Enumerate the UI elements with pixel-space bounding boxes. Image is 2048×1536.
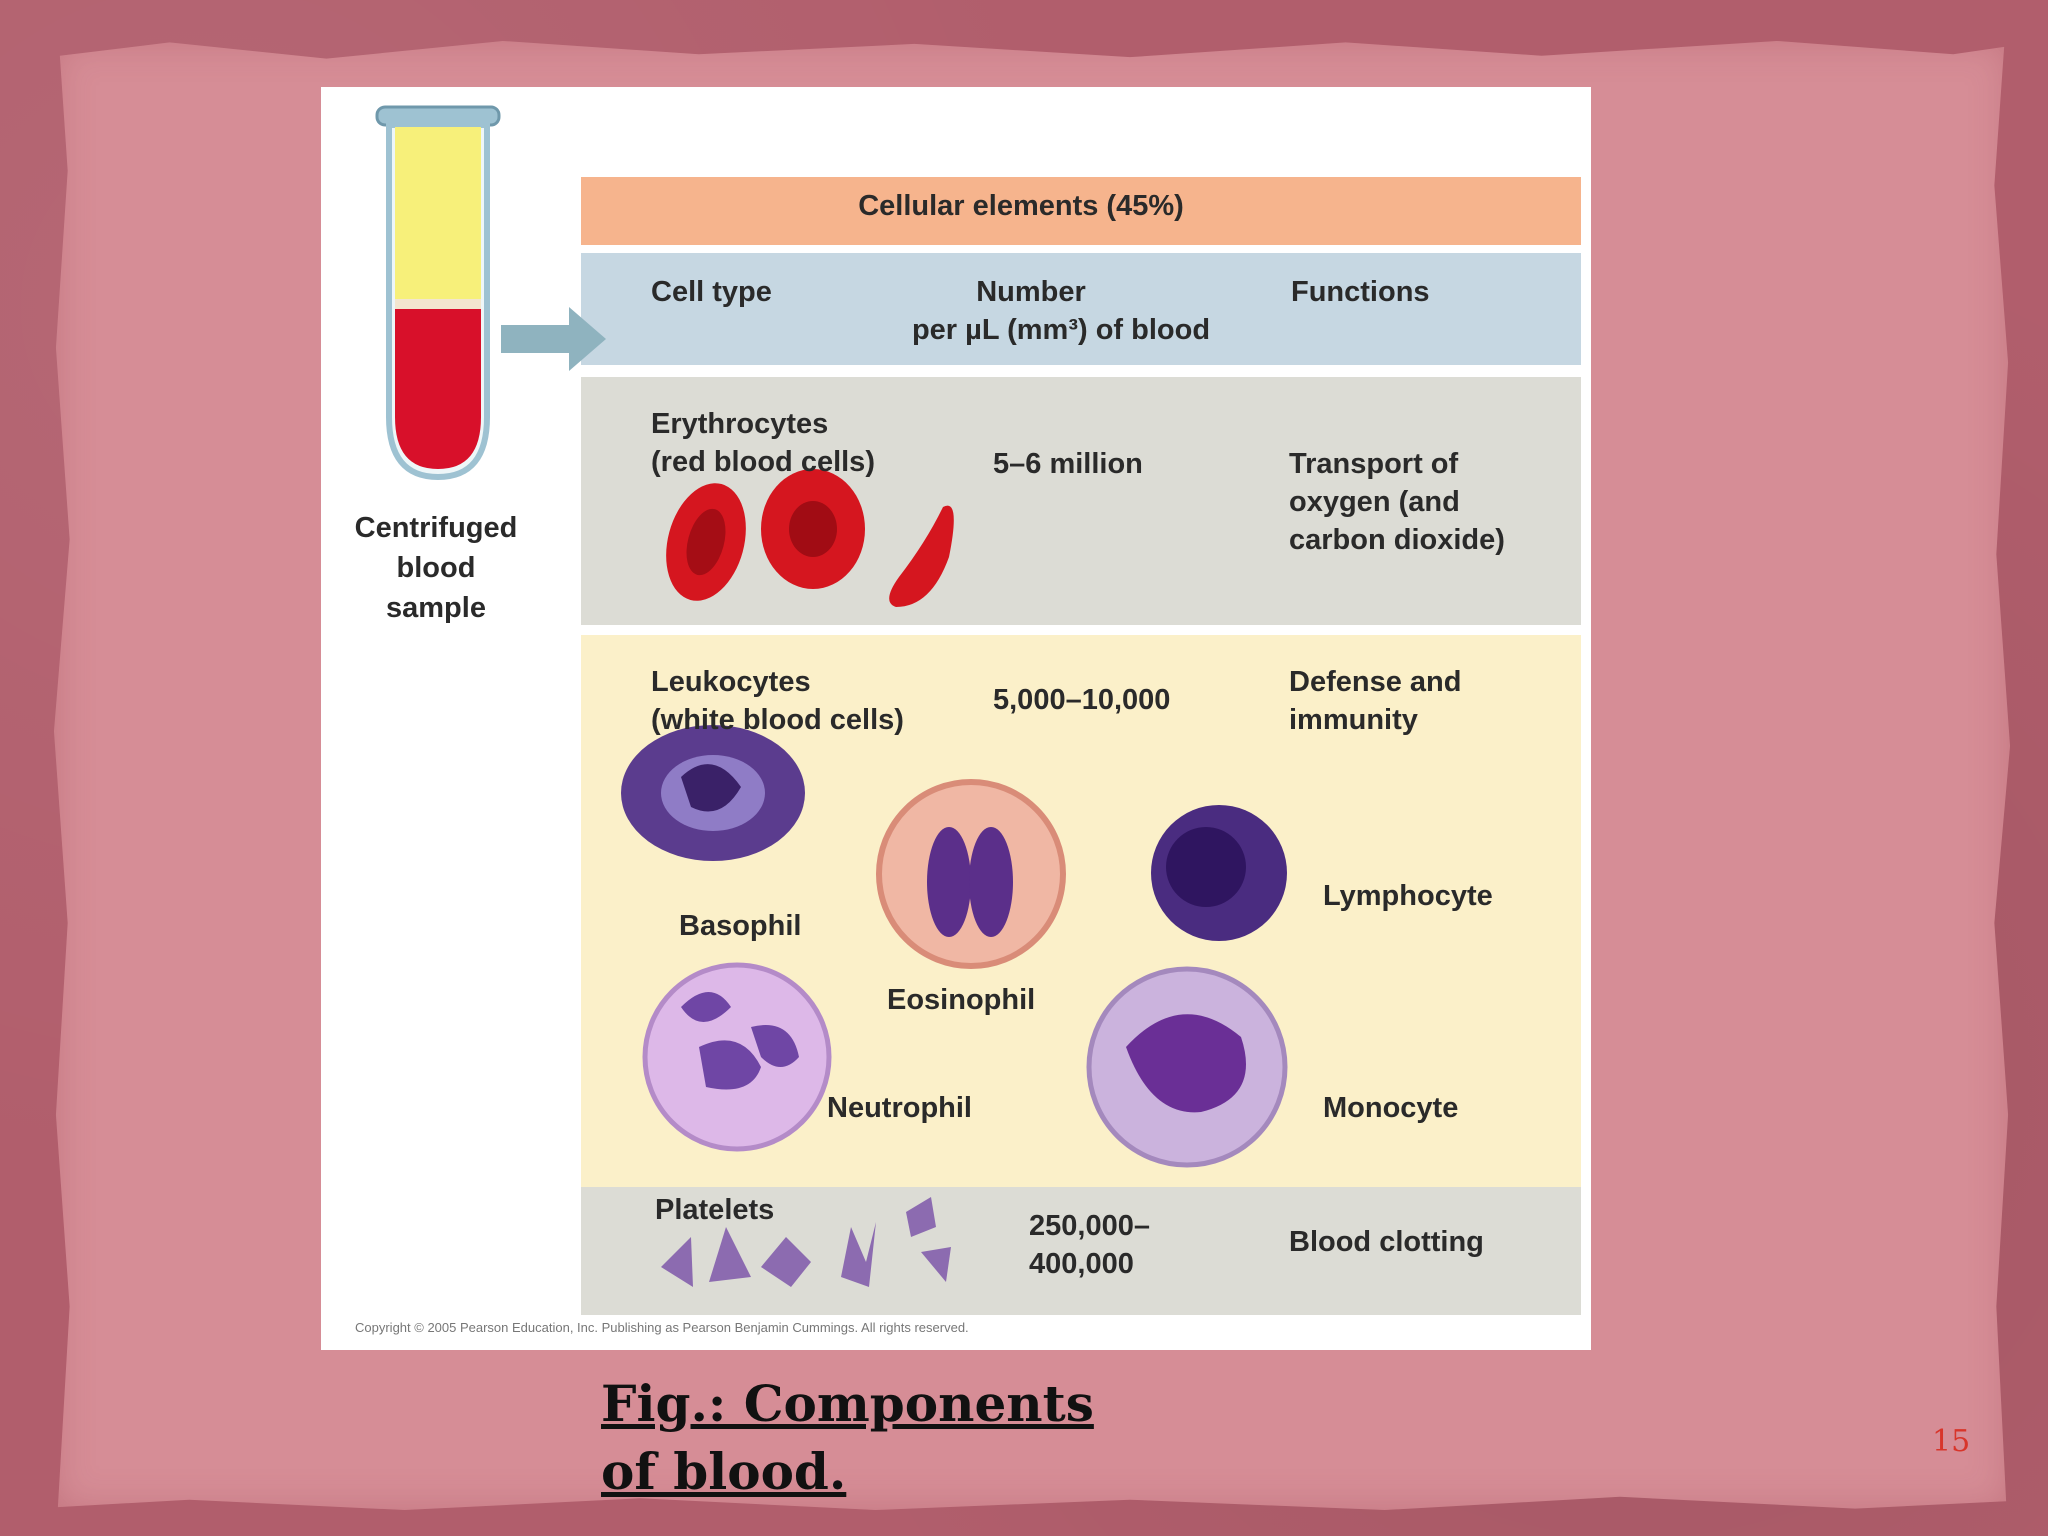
platelets-number-line2: 400,000 xyxy=(1029,1248,1134,1280)
lymphocyte-label: Lymphocyte xyxy=(1323,880,1493,912)
leukocytes-name-line1: Leukocytes xyxy=(651,666,811,698)
plasma-layer xyxy=(395,127,481,302)
column-header-band xyxy=(581,253,1581,365)
neutrophil-label: Neutrophil xyxy=(827,1092,972,1124)
red-blood-cells-icon xyxy=(666,469,954,607)
figure-caption: Fig.: Components of blood. xyxy=(601,1374,1094,1501)
platelets-name: Platelets xyxy=(655,1194,775,1226)
column-number-line2: per µL (mm³) of blood xyxy=(911,314,1211,346)
erythrocyte-band xyxy=(581,377,1581,625)
basophil-label: Basophil xyxy=(679,910,802,942)
platelets-icon xyxy=(661,1197,951,1287)
slide-number: 15 xyxy=(1932,1424,1971,1459)
tube-label-line2: blood xyxy=(396,552,476,584)
eosinophil-label: Eosinophil xyxy=(887,984,1036,1016)
platelets-function: Blood clotting xyxy=(1289,1226,1484,1258)
header-title: Cellular elements (45%) xyxy=(858,190,1184,222)
column-cell-type: Cell type xyxy=(651,276,772,308)
erythrocytes-name-line2: (red blood cells) xyxy=(651,446,875,478)
tube-label-line1: Centrifuged xyxy=(354,512,518,544)
tube-label-line3: sample xyxy=(386,592,486,624)
column-functions: Functions xyxy=(1291,276,1430,308)
erythrocytes-function-line3: carbon dioxide) xyxy=(1289,524,1505,556)
red-cell-layer xyxy=(395,309,481,469)
monocyte-label: Monocyte xyxy=(1323,1092,1459,1124)
erythrocytes-name-line1: Erythrocytes xyxy=(651,408,829,440)
leukocytes-function-line1: Defense and xyxy=(1289,666,1462,698)
leukocytes-name-line2: (white blood cells) xyxy=(651,704,904,736)
leukocytes-number: 5,000–10,000 xyxy=(993,684,1171,716)
test-tube-icon xyxy=(375,105,501,481)
arrow-icon xyxy=(501,307,606,371)
figure-graphics xyxy=(375,105,1581,1315)
erythrocytes-function-line1: Transport of xyxy=(1289,448,1459,480)
lymphocyte-icon xyxy=(1151,805,1287,941)
erythrocytes-number: 5–6 million xyxy=(993,448,1143,480)
copyright-text: Copyright © 2005 Pearson Education, Inc.… xyxy=(355,1320,969,1335)
monocyte-icon xyxy=(1086,966,1288,1168)
neutrophil-icon xyxy=(642,962,832,1152)
leukocytes-function-line2: immunity xyxy=(1289,704,1418,736)
header-band xyxy=(581,177,1581,245)
platelets-number-line1: 250,000– xyxy=(1029,1210,1150,1242)
erythrocytes-function-line2: oxygen (and xyxy=(1289,486,1460,518)
buffy-coat-layer xyxy=(395,299,481,311)
basophil-icon xyxy=(621,725,805,861)
eosinophil-icon xyxy=(876,779,1066,969)
platelet-band xyxy=(581,1187,1581,1315)
blood-components-figure: Cellular elements (45%) Cell type Number… xyxy=(321,87,1591,1350)
column-number-line1: Number xyxy=(976,276,1086,308)
